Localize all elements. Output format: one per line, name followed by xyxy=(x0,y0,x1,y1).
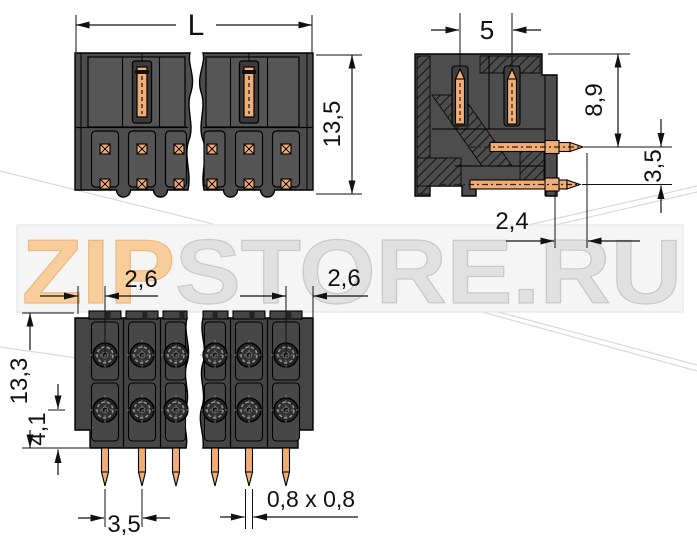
dim-front-height: 13,5 xyxy=(319,101,346,148)
front-lower-cells xyxy=(90,130,301,188)
dim-side-pin-overhang: 2,4 xyxy=(495,208,528,235)
front-pin-slot-left xyxy=(131,53,153,124)
bottom-dividers xyxy=(122,319,269,447)
bottom-solder-pins xyxy=(100,447,291,487)
dim-bottom-pin-square: 0,8 x 0,8 xyxy=(267,486,355,512)
front-edge-lines xyxy=(80,53,308,190)
front-contact-squares xyxy=(99,143,292,190)
dim-bottom-edge-right: 2,6 xyxy=(327,265,360,292)
dim-side-row-pitch: 3,5 xyxy=(640,149,667,182)
side-section-view xyxy=(414,53,585,197)
side-horizontal-pins xyxy=(440,139,585,192)
dim-bottom-edge-left: 2,6 xyxy=(124,266,157,293)
dim-bottom-pin-pitch: 3,5 xyxy=(107,511,140,538)
dim-side-pin-pitch: 5 xyxy=(480,15,494,45)
watermark-band-background xyxy=(16,224,684,313)
bottom-latch-notches xyxy=(105,312,292,320)
front-panel-dividers xyxy=(121,57,269,127)
dim-bottom-pin-protrusion: 4,1 xyxy=(24,412,51,445)
bottom-socket-contacts xyxy=(90,340,301,425)
dimension-lines xyxy=(26,21,665,522)
dim-bottom-height: 13,3 xyxy=(6,358,33,405)
side-inner-lines xyxy=(432,56,546,196)
front-view xyxy=(74,52,314,198)
dim-front-length: L xyxy=(188,9,205,42)
watermark-store: STORE.RU xyxy=(175,222,682,323)
dimension-extension-lines xyxy=(22,13,672,529)
bottom-view xyxy=(74,310,314,487)
side-vertical-pins xyxy=(451,65,521,127)
watermark-zip: ZIP xyxy=(22,222,175,323)
front-pin-slot-right xyxy=(238,53,260,124)
dimension-labels: L 13,5 5 8,9 3,5 2,4 2,6 2,6 13,3 4,1 3,… xyxy=(6,9,667,538)
dim-side-pin-depth: 8,9 xyxy=(581,83,608,116)
